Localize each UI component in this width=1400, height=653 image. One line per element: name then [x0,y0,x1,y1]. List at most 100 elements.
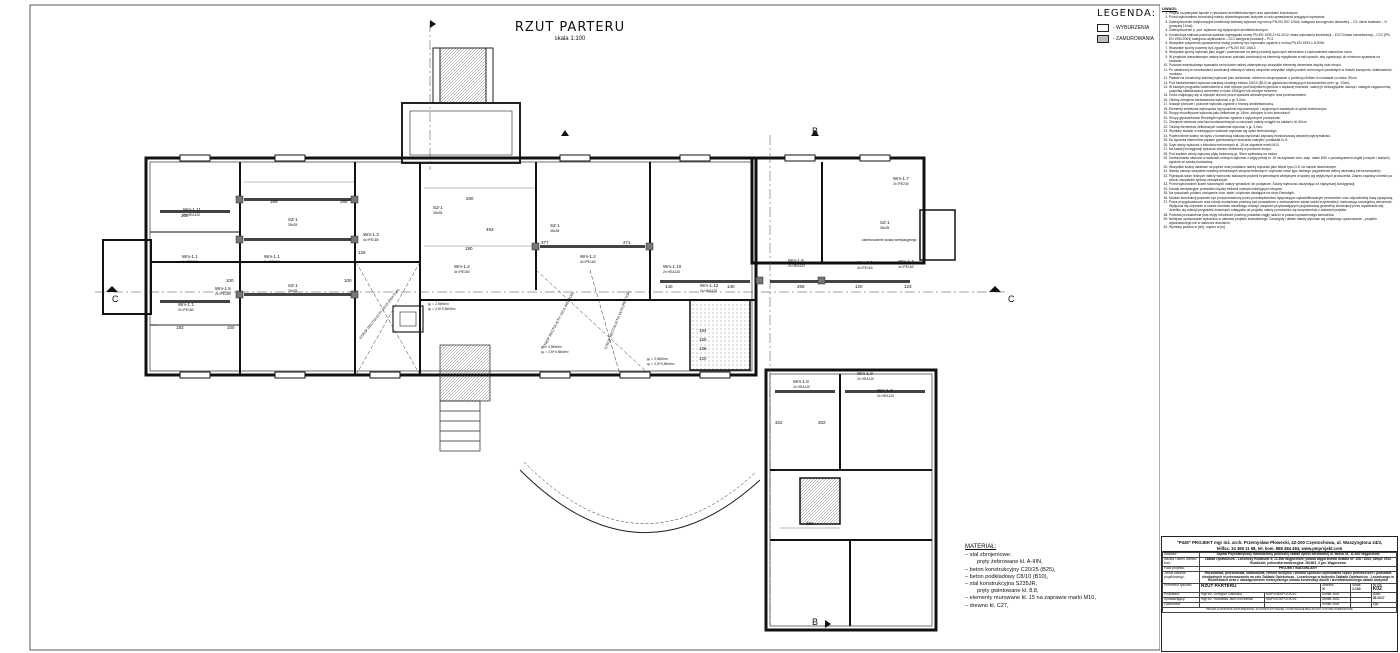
window-openings [179,154,891,379]
note-item: Pęknięcia ścian nośnych należy wzmocnić … [1169,174,1394,183]
note-item: Na każdej kondygnacji wykonać wieniec że… [1169,148,1394,152]
southeast-wing [689,299,938,632]
material-item: pręty gwintowane kl. 8.8, [977,588,1039,595]
note-item: Prace przygotowawcze oraz roboty montażo… [1169,200,1394,213]
tb-date: Data:05.2017 [1370,592,1398,603]
firm-name: "P&M" PROJEKT mgr inż. arch. Przemysław … [1176,540,1383,545]
dimension-text: 493 [486,227,494,232]
tb-scale: Skala:1:100 [1350,583,1372,594]
note-item: Zabezpieczenie p. poż. wykonać wg wytycz… [1169,28,1394,33]
material-item: pręty żebrowane kl. A-IIIN, [977,559,1043,566]
columns [235,195,826,299]
load-note: qₖ = 2,5+0,5kN/m² [541,350,569,354]
general-notes: UWAGI: Projekt rozpatrywać łącznie z rys… [1162,7,1394,533]
dimension-text: 377 [541,240,549,245]
shaft-note: zabetonowanie kanału wentylacyjnego [862,238,917,242]
dimension-text: 190 [465,246,473,251]
legend-label: - ZAMUROWANIA [1113,36,1154,42]
cut-arrows [106,20,1001,628]
load-note: gₖ = 2,5kN/m² [428,302,449,306]
dimension-text: 302 [818,420,826,425]
dimension-text: 123 [904,284,912,289]
note-item: Wymiary stolarki w istniejących ścianach… [1169,130,1394,134]
note-item: Zbrojenie wieńców oraz ław fundamentowyc… [1169,121,1394,125]
legend-item-infill: - ZAMUROWANIA [1097,35,1154,43]
note-item: Montaż konstrukcji powinien być przeprow… [1169,196,1394,201]
note-item: Wszystkie spoiny wykonać jako ciągłe i p… [1169,50,1394,55]
legend-item-demolition: - WYBURZENIA [1097,24,1149,32]
beam-markers [160,198,925,393]
note-item: Wymiary podano w [cm], rzędne w [m]. [1169,226,1394,230]
note-item: Kanały wentylacyjne prowadzić między bel… [1169,187,1394,192]
note-item: W każdym przypadku stwierdzenia w dnie w… [1169,85,1394,94]
legend-swatch [1097,35,1109,43]
dimension-text: 300 [181,213,189,218]
dimension-text: 136 [699,346,707,351]
title-block: "P&M" PROJEKT mgr inż. arch. Przemysław … [1161,536,1398,652]
note-item: Podczas ewentualnego spawania na budowie… [1169,63,1394,68]
dimension-text: 184 [699,328,707,333]
note-item: Elementy żelbetowe wykonywać wg rysunków… [1169,107,1394,112]
dimension-text: 100 [226,278,234,283]
note-item: Projekt rozpatrywać łącznie z rysunkami … [1169,11,1394,16]
note-item: Szyb windy wykonać z bloczków betonowych… [1169,143,1394,148]
material-item: – beton konstrukcyjny C20/25 (B25), [965,566,1056,573]
note-item: Stropy gęstożebrowe Rectoligth wykonać z… [1169,116,1394,121]
note-item: Wszystkie spoiny powinny być zgodne z PN… [1169,46,1394,51]
material-item: – beton podkładowy C8/10 (B10), [965,573,1049,580]
dimension-text: 281 [806,521,814,526]
tb-investor: Szpital Psychiatryczny Samodzielny publi… [1199,552,1397,558]
dimension-text: 183 [176,325,184,330]
load-note: gₖ = 2,5kN/m² [647,357,668,361]
note-item: Pod szybem windy wykonać płytę betonową … [1169,152,1394,157]
note-item: Niniejsze opracowanie wykonano w zakresi… [1169,217,1394,226]
dimension-text: 120 [855,284,863,289]
load-note: gₖ = 2,5kN/m² [541,345,562,349]
note-item: Zamurowania otworów w ścianach nośnych w… [1169,157,1394,165]
note-item: Wszystkie ściany działowe na piętrze ora… [1169,165,1394,170]
north-stair-tower [401,47,521,164]
note-item: Płatwie na konstrukcji stalowej wykonać … [1169,76,1394,81]
note-item: Wszystkie połączenia (spawane/na śruby) … [1169,41,1394,46]
tb-subject: Rozbudowa, przebudowa, nadbudowa, remont… [1199,570,1397,585]
dimension-text: 100 [227,325,235,330]
section-cut-b-bottom: B [812,617,819,627]
tb-copyright: PRAWA AUTORSKIE ZASTRZEŻONE. WYKORZYSTYW… [1162,606,1397,613]
note-item: Otulinę elementów żelbetowych nadziemia … [1169,125,1394,130]
note-item: Pod fundamentami wykonać warstwę chudego… [1169,81,1394,86]
dimension-text: 155 [699,337,707,342]
dimension-text: 260 [466,196,474,201]
central-stairs [392,305,491,452]
materials-heading: MATERIAŁ: [965,544,997,550]
dimension-text: 271 [623,240,631,245]
dimension-text: 268 [797,284,805,289]
dimension-text: 140 [727,284,735,289]
notes-list: Projekt rozpatrywać łącznie z rysunkami … [1162,11,1394,230]
title-block-table: Inwestor: Szpital Psychiatryczny Samodzi… [1162,552,1398,613]
dimension-text: 100 [344,278,352,283]
load-note: qₖ = 2,5+0,5kN/m² [647,362,675,366]
dimension-text: 389 [340,199,348,204]
note-item: Stropy monolityczne wykonać jako żelbeto… [1169,112,1394,116]
note-item: Izolacje pionowe i poziome wykonać zgodn… [1169,103,1394,107]
tb-label: Temat zadania projektowego: [1162,570,1200,585]
note-item: Przed wykonaniem konstrukcji należy zinw… [1169,16,1394,20]
material-item: – stal konstrukcyjna S235JR, [965,581,1038,588]
dimension-text: 389 [270,199,278,204]
terrace-arc [519,469,761,533]
